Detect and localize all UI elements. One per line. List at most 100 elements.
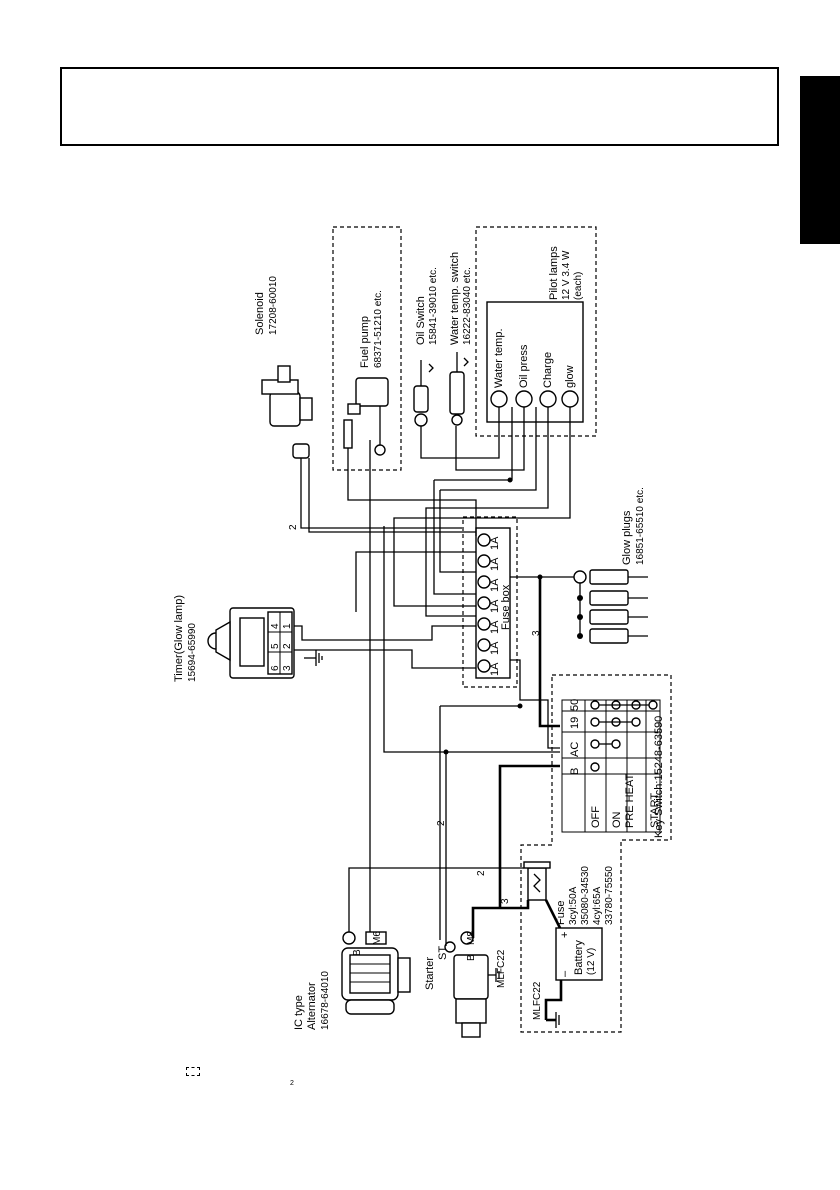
battery — [555, 927, 603, 981]
fuse-cell: 1A — [477, 617, 501, 634]
oil-switch-part-number: 15841-39010 etc. — [428, 267, 439, 345]
lamp-glow — [561, 390, 579, 408]
starter-ground-icon — [488, 968, 500, 982]
fuse-cell-label: 1A — [489, 536, 501, 550]
fuse-cell: 1A — [477, 533, 501, 550]
battery-ground-icon — [546, 1012, 560, 1028]
water-temp-switch-label: Water temp. switch — [449, 252, 461, 345]
battery-label: Battery — [573, 940, 585, 975]
alternator-type-label: IC type — [293, 995, 305, 1030]
timer — [207, 607, 295, 679]
lamp-charge-label: Charge — [542, 352, 554, 388]
fuse-cell: 1A — [477, 638, 501, 655]
fuel-pump-label: Fuel pump — [359, 316, 371, 368]
fuse-cell-label: 1A — [489, 557, 501, 571]
lamp-oil-press-label: Oil press — [518, 344, 530, 388]
timer-pin-5: 5 — [270, 643, 281, 649]
lamp-water-temp — [490, 390, 508, 408]
section-tab — [800, 76, 840, 244]
battery-voltage: (12 V) — [586, 948, 597, 975]
wire-gauge-5: 3 — [531, 630, 542, 636]
starter-st-label: ST — [437, 946, 449, 960]
fuse-cell-label: 1A — [489, 641, 501, 655]
key-switch-enclosure — [520, 674, 672, 1033]
oil-switch-label: Oil Switch — [415, 296, 427, 345]
wire-gauge-3: 2 — [476, 870, 487, 876]
pilot-lamps-each: (each) — [573, 272, 584, 300]
battery-minus: – — [559, 970, 571, 977]
glow-plug-terminal — [573, 570, 587, 584]
starter-label: Starter — [424, 957, 436, 990]
timer-pin-4: 4 — [270, 623, 281, 629]
fuse-4cyl-spec: 4cyl:65A — [592, 886, 603, 925]
key-pos-start: START — [649, 793, 661, 828]
timer-pin-2: 2 — [282, 643, 293, 649]
fuse-cell: 1A — [477, 596, 501, 613]
main-fuse — [523, 861, 551, 901]
fuse-cell-label: 1A — [489, 578, 501, 592]
fuel-pump-connector — [343, 419, 353, 449]
timer-label: Timer(Glow lamp) — [173, 595, 185, 682]
starter-st-terminal — [444, 941, 456, 953]
solenoid-label: Solenoid — [254, 292, 266, 335]
wiring — [294, 407, 574, 1020]
fuel-pump-enclosure — [332, 226, 402, 471]
timer-part-number: 15694-65990 — [187, 623, 198, 682]
solenoid-part-number: 17208-60010 — [268, 276, 279, 335]
wire-gauge-4: 3 — [500, 898, 511, 904]
pilot-lamps-label: Pilot lamps — [548, 246, 560, 300]
water-temp-switch — [449, 352, 469, 426]
key-col-ac: AC — [569, 742, 581, 757]
wire-gauge-2: 2 — [436, 820, 447, 826]
cable-label-1: MLFC22 — [496, 949, 507, 988]
solenoid-connector — [292, 443, 310, 459]
fuse-cell: 1A — [477, 659, 501, 676]
pilot-lamps-rating: 12 V 3.4 W — [561, 250, 572, 300]
lamp-water-temp-label: Water temp. — [493, 329, 505, 389]
key-col-50: 50 — [569, 699, 581, 711]
fuse-3cyl-spec: 3cyl:50A — [568, 886, 579, 925]
oil-switch — [413, 360, 434, 427]
alternator — [341, 931, 411, 1015]
lamp-oil-press — [515, 390, 533, 408]
alternator-label: Alternator — [306, 982, 318, 1030]
fuse-cell-label: 1A — [489, 599, 501, 613]
fuse-cell-label: 1A — [489, 620, 501, 634]
alternator-b-label: B — [352, 949, 363, 956]
alternator-m-terminal — [365, 931, 387, 945]
lamp-charge — [539, 390, 557, 408]
timer-pin-1: 1 — [282, 623, 293, 629]
key-switch-label: Key Switch:15248-63590 — [653, 716, 665, 838]
key-col-b: B — [569, 768, 581, 775]
lamp-glow-label: glow — [564, 365, 576, 388]
timer-pin-6: 6 — [270, 665, 281, 671]
key-pos-preheat: PRE HEAT — [624, 774, 636, 828]
fuse-cell: 1A — [477, 575, 501, 592]
fuse-3cyl-part: 35080-34530 — [580, 866, 591, 925]
glow-plugs-part-number: 16851-65510 etc. — [635, 487, 646, 565]
fuse-box — [475, 527, 511, 679]
fuel-pump-part-number: 68371-51210 etc. — [373, 290, 384, 368]
key-col-19: 19 — [569, 717, 581, 729]
fuel-pump — [343, 377, 389, 456]
key-switch — [561, 699, 661, 833]
glow-plugs-label: Glow plugs — [621, 510, 633, 565]
fuse-cell-label: 1A — [489, 662, 501, 676]
alternator-b-terminal — [342, 931, 356, 945]
timer-ground-icon — [304, 650, 323, 666]
alternator-part-number: 16678-64010 — [320, 971, 331, 1030]
glow-plugs — [573, 569, 648, 644]
cable-label-2: MLFC22 — [532, 981, 543, 1020]
key-pos-on: ON — [611, 811, 623, 828]
alternator-m-label: M6 — [372, 931, 383, 945]
water-temp-switch-part-number: 16222-83040 etc. — [462, 267, 473, 345]
dashed-line-legend — [186, 1067, 200, 1076]
header-frame — [60, 67, 779, 146]
footnote-number: 2 — [290, 1080, 294, 1087]
wire-gauge-1: 2 — [288, 524, 299, 530]
fuse-4cyl-part: 33780-75550 — [604, 866, 615, 925]
fuse-box-label: Fuse box — [500, 584, 512, 630]
starter-m-label: M8 — [466, 931, 477, 945]
starter — [444, 931, 489, 1038]
